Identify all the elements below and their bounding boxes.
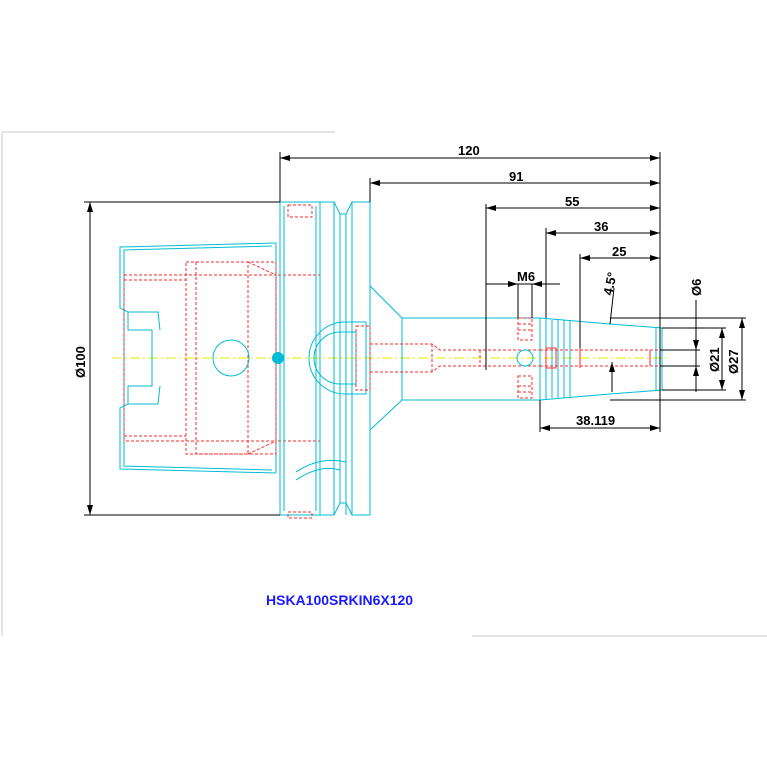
- dim-dia-21: Ø21: [707, 347, 722, 372]
- dim-flange-dia: Ø100: [73, 346, 88, 378]
- extension-bore: [370, 343, 540, 373]
- dim-length-55: 55: [565, 194, 579, 209]
- dim-bore-dia: Ø6: [689, 279, 704, 296]
- part-number-label: HSKA100SRKIN6X120: [266, 592, 413, 608]
- screw-hole-circle: [516, 349, 534, 367]
- collet-nose: [539, 317, 663, 401]
- dim-length-91: 91: [509, 169, 523, 184]
- tool-bore: [540, 347, 660, 369]
- set-screw-top: [517, 317, 533, 341]
- coolant-hole-circle: [212, 339, 250, 377]
- set-screw-bottom: [517, 375, 533, 399]
- dim-length-25: 25: [612, 244, 626, 259]
- dim-length-38: 38.119: [576, 413, 615, 428]
- dim-thread-m6: M6: [517, 269, 535, 284]
- sheet-frame: [1, 131, 767, 637]
- dim-overall-length: 120: [458, 143, 480, 158]
- center-marker: [272, 352, 284, 364]
- dim-dia-27: Ø27: [726, 349, 741, 374]
- dim-length-36: 36: [594, 219, 608, 234]
- flange-outline: [279, 201, 371, 516]
- dimension-lines: [84, 152, 746, 516]
- extension-body: [308, 285, 540, 431]
- drive-key-slot: [287, 204, 313, 519]
- dim-taper-angle: 4.5°: [600, 271, 620, 297]
